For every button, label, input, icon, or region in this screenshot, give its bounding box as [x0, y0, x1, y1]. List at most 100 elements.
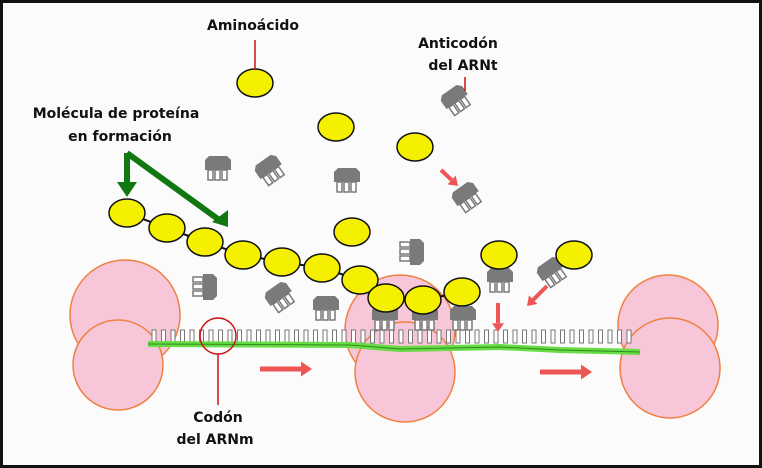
trna-anticodon-base: [466, 319, 473, 331]
trna-anticodon-base: [464, 196, 477, 210]
mrna-nucleotide: [588, 329, 594, 344]
mrna-nucleotide: [512, 329, 518, 344]
ribosome-movement-arrow-head: [581, 364, 592, 380]
trna-anticodon-base: [192, 290, 204, 297]
trna-anticodon-base: [343, 181, 350, 193]
trna-anticodon-base: [350, 181, 357, 193]
trna: [450, 306, 476, 331]
trna-anticodon-base: [399, 248, 411, 255]
mrna-nucleotide: [237, 329, 242, 344]
trna-anticodon-base: [374, 319, 381, 331]
mrna-nucleotide: [389, 329, 394, 344]
trna-arrow-head: [527, 295, 538, 306]
mrna-nucleotide: [455, 329, 461, 344]
trna: [205, 156, 231, 181]
mrna-nucleotide: [522, 329, 527, 344]
trna-body: [205, 156, 231, 170]
arrows: [117, 150, 592, 380]
trna-anticodon-base: [399, 255, 411, 262]
mrna-nucleotide: [189, 329, 195, 344]
trna-anticodon-base: [192, 283, 204, 290]
mrna-nucleotide: [436, 329, 442, 344]
label-protein-2: en formación: [68, 129, 172, 145]
trna-anticodon-base: [399, 241, 411, 248]
trna-anticodon-base: [503, 281, 510, 293]
mrna-nucleotide: [465, 329, 470, 344]
amino-acid: [224, 240, 262, 270]
mrna-nucleotide: [294, 329, 299, 344]
mrna-nucleotide: [560, 329, 565, 344]
trna-body: [451, 182, 479, 207]
trna: [192, 274, 217, 300]
mrna-strand: [147, 329, 641, 355]
trna-body: [203, 274, 217, 300]
mrna-nucleotide: [474, 329, 480, 344]
trna-anticodon-base: [271, 300, 284, 314]
amino-acid: [186, 227, 224, 257]
trna-anticodon-base: [459, 95, 472, 109]
amino-acid: [108, 198, 146, 228]
mrna-nucleotide: [617, 329, 622, 344]
trna-anticodon-base: [267, 169, 280, 183]
trna-anticodon-base: [273, 165, 286, 179]
mrna-nucleotide: [427, 329, 432, 344]
trna-anticodon-base: [543, 275, 556, 289]
mrna-nucleotide: [408, 329, 413, 344]
amino-acid: [317, 112, 355, 142]
trna-anticodon-base: [555, 267, 568, 281]
mrna-nucleotide: [550, 329, 556, 344]
trna: [264, 282, 296, 314]
ribosome-movement-arrow-head: [301, 361, 312, 377]
mrna-nucleotide: [275, 329, 280, 344]
amino-acid: [148, 213, 186, 243]
amino-acid: [236, 68, 274, 98]
trna-anticodon-base: [496, 281, 503, 293]
protein-pointer-arrow-head: [117, 182, 137, 197]
trna-anticodon-base: [470, 192, 483, 206]
amino-acid: [263, 247, 301, 277]
mrna-nucleotide: [484, 329, 489, 344]
trna-body: [450, 306, 476, 320]
mrna-nucleotide: [351, 329, 356, 344]
trna: [451, 182, 483, 214]
mrna-nucleotide: [541, 329, 546, 344]
amino-acid: [303, 253, 341, 283]
amino-acid: [341, 265, 379, 295]
mrna-nucleotide: [284, 329, 290, 344]
amino-acid: [555, 240, 593, 270]
trna-anticodon-base: [336, 181, 343, 193]
amino-acid-chain: [108, 68, 593, 315]
mrna-nucleotide: [493, 329, 499, 344]
trna-anticodon-base: [207, 169, 214, 181]
ribosome-subunit: [72, 319, 164, 411]
trna-anticodon-base: [489, 281, 496, 293]
trna-body: [536, 257, 564, 282]
trna: [536, 257, 568, 289]
mrna-nucleotide: [503, 329, 508, 344]
mrna-nucleotide: [446, 329, 451, 344]
trna-body: [334, 168, 360, 182]
mrna-nucleotide: [379, 329, 385, 344]
mrna-nucleotide: [227, 329, 233, 344]
trna-body: [313, 296, 339, 310]
mrna-nucleotide: [322, 329, 328, 344]
mrna-nucleotide: [569, 329, 575, 344]
trna-anticodon-base: [277, 296, 290, 310]
trna: [254, 155, 286, 187]
amino-acid: [367, 283, 405, 313]
mrna-nucleotide: [360, 329, 366, 344]
mrna-nucleotide: [626, 329, 632, 344]
trna-arrow-shaft: [439, 168, 453, 182]
mrna-nucleotide: [208, 329, 214, 344]
trna-anticodon-base: [214, 169, 221, 181]
mrna-nucleotide: [180, 329, 185, 344]
trna: [313, 296, 339, 321]
trna: [334, 168, 360, 193]
label-aminoacido: Aminoácido: [207, 18, 299, 34]
label-protein-1: Molécula de proteína: [33, 106, 200, 122]
trna-anticodon-base: [261, 173, 274, 187]
trna-anticodon-base: [447, 103, 460, 117]
mrna-nucleotide: [579, 329, 584, 344]
amino-acid: [404, 285, 442, 315]
trna-anticodon-base: [459, 319, 466, 331]
